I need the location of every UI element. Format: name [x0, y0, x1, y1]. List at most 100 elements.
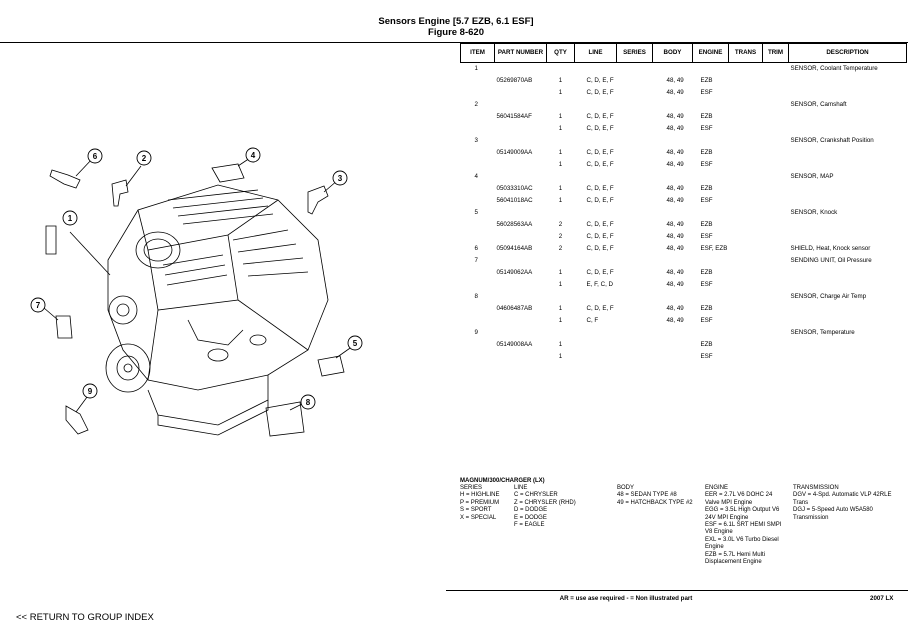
- cell-qty: 1: [558, 125, 563, 132]
- cell-trim: [763, 123, 789, 135]
- cell-line: C, D, E, F: [586, 161, 614, 168]
- cell-body: [653, 135, 693, 147]
- cell-part-number: 05269870AB: [496, 77, 533, 84]
- cell-body: 48, 49: [666, 197, 684, 204]
- cell-trim: [763, 111, 789, 123]
- cell-body: [653, 351, 693, 363]
- cell-item: 6: [474, 245, 478, 252]
- cell-series: [617, 87, 653, 99]
- cell-trans: [729, 159, 763, 171]
- cell-trim: [763, 291, 789, 303]
- callout-1: 1: [62, 210, 78, 226]
- cell-trans: [729, 195, 763, 207]
- cell-item: [461, 195, 495, 207]
- cell-description: SENSOR, Crankshaft Position: [790, 137, 874, 144]
- cell-trim: [763, 267, 789, 279]
- cell-body: 48, 49: [666, 185, 684, 192]
- cell-trim: [763, 171, 789, 183]
- cell-item: [461, 279, 495, 291]
- cell-qty: 1: [558, 269, 563, 276]
- cell-item: 9: [474, 329, 478, 336]
- cell-series: [617, 195, 653, 207]
- cell-trim: [763, 63, 789, 76]
- cell-item: [461, 267, 495, 279]
- cell-item: 2: [474, 101, 478, 108]
- cell-series: [617, 279, 653, 291]
- cell-engine: EZB: [700, 185, 713, 192]
- cell-item: [461, 111, 495, 123]
- cell-series: [617, 315, 653, 327]
- cell-qty: [547, 291, 575, 303]
- cell-series: [617, 147, 653, 159]
- cell-line: C, F: [586, 317, 599, 324]
- cell-part-number: 05149009AA: [496, 149, 533, 156]
- title-line-1: Sensors Engine [5.7 EZB, 6.1 ESF]: [378, 16, 534, 27]
- cell-item: 3: [474, 137, 478, 144]
- cell-series: [617, 63, 653, 76]
- cell-line: C, D, E, F: [586, 197, 614, 204]
- cell-trim: [763, 219, 789, 231]
- cell-body: [653, 171, 693, 183]
- cell-trans: [729, 339, 763, 351]
- cell-description: SENSOR, Temperature: [790, 329, 855, 336]
- cell-line: [575, 99, 617, 111]
- cell-line: [575, 207, 617, 219]
- cell-item: 5: [474, 209, 478, 216]
- cell-part-number: 05094164AB: [496, 245, 533, 252]
- legend-transmission: TRANSMISSION DGV = 4-Spd. Automatic VLP …: [793, 485, 892, 521]
- cell-trim: [763, 243, 789, 255]
- cell-trim: [763, 327, 789, 339]
- cell-item: 7: [474, 257, 478, 264]
- cell-series: [617, 99, 653, 111]
- cell-trans: [729, 255, 763, 267]
- cell-part-number: [495, 207, 547, 219]
- cell-line: C, D, E, F: [586, 89, 614, 96]
- cell-part-number: 05033310AC: [496, 185, 533, 192]
- cell-line: [575, 135, 617, 147]
- cell-line: C, D, E, F: [586, 233, 614, 240]
- header-trim: TRIM: [762, 43, 789, 63]
- cell-engine: [693, 63, 729, 76]
- parts-table-header: ITEM PART NUMBER QTY LINE SERIES BODY EN…: [460, 43, 907, 63]
- cell-body: 48, 49: [666, 89, 684, 96]
- cell-description: [789, 147, 907, 159]
- cell-qty: 2: [558, 245, 563, 252]
- cell-qty: 1: [558, 353, 563, 360]
- cell-body: 48, 49: [666, 149, 684, 156]
- cell-series: [617, 291, 653, 303]
- cell-part-number: [495, 63, 547, 76]
- cell-part-number: [495, 291, 547, 303]
- cell-trim: [763, 159, 789, 171]
- cell-item: [461, 231, 495, 243]
- return-to-group-index-link[interactable]: << RETURN TO GROUP INDEX: [16, 612, 154, 623]
- cell-qty: 1: [558, 281, 563, 288]
- footer-year: 2007 LX: [870, 595, 894, 602]
- cell-series: [617, 255, 653, 267]
- cell-trim: [763, 303, 789, 315]
- cell-qty: [547, 171, 575, 183]
- cell-engine: [693, 255, 729, 267]
- engine-block: [105, 184, 329, 436]
- cell-body: 48, 49: [666, 113, 684, 120]
- cell-engine: ESF: [700, 161, 713, 168]
- cell-series: [617, 303, 653, 315]
- cell-item: [461, 339, 495, 351]
- cell-body: 48, 49: [666, 77, 684, 84]
- cell-line: C, D, E, F: [586, 125, 614, 132]
- cell-trans: [729, 63, 763, 76]
- legend-body-header: BODY: [617, 485, 635, 491]
- cell-engine: EZB: [700, 221, 713, 228]
- cell-line: C, D, E, F: [586, 185, 614, 192]
- cell-part-number: 56028563AA: [496, 221, 533, 228]
- cell-line: E, F, C, D: [586, 281, 613, 288]
- cell-trim: [763, 87, 789, 99]
- cell-series: [617, 75, 653, 87]
- cell-line: [575, 327, 617, 339]
